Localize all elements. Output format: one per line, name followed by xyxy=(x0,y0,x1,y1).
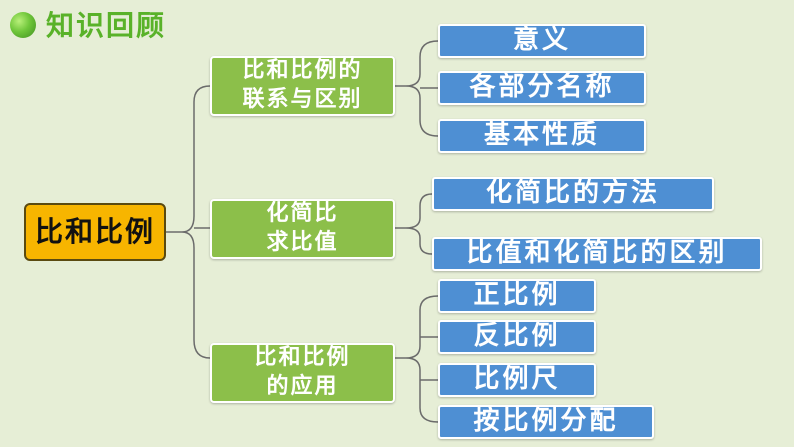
root-node: 比和比例 xyxy=(24,203,166,261)
branch-label-line2: 求比值 xyxy=(266,230,339,255)
leaf-inverse-proportion: 反比例 xyxy=(438,320,596,354)
branch-label-line2: 的应用 xyxy=(266,374,339,399)
leaf-part-names: 各部分名称 xyxy=(438,71,646,105)
branch-application: 比和比例 的应用 xyxy=(210,343,395,403)
page-title: 知识回顾 xyxy=(46,9,167,42)
branch-label-line1: 比和比例的 xyxy=(242,58,363,84)
leaf-meaning: 意义 xyxy=(438,24,646,58)
branch-simplify: 化简比 求比值 xyxy=(210,199,395,259)
branch-label-line2: 联系与区别 xyxy=(242,87,363,112)
leaf-simplify-method: 化简比的方法 xyxy=(432,177,714,211)
leaf-basic-property: 基本性质 xyxy=(438,119,646,153)
title-bullet-icon xyxy=(10,12,36,38)
branch-label-line1: 化简比 xyxy=(266,201,339,227)
leaf-direct-proportion: 正比例 xyxy=(438,279,596,313)
leaf-ratio-value-difference: 比值和化简比的区别 xyxy=(432,237,762,271)
leaf-proportional-distribution: 按比例分配 xyxy=(438,405,654,439)
branch-relation: 比和比例的 联系与区别 xyxy=(210,56,395,116)
leaf-scale: 比例尺 xyxy=(438,363,596,397)
branch-label-line1: 比和比例 xyxy=(254,345,351,371)
